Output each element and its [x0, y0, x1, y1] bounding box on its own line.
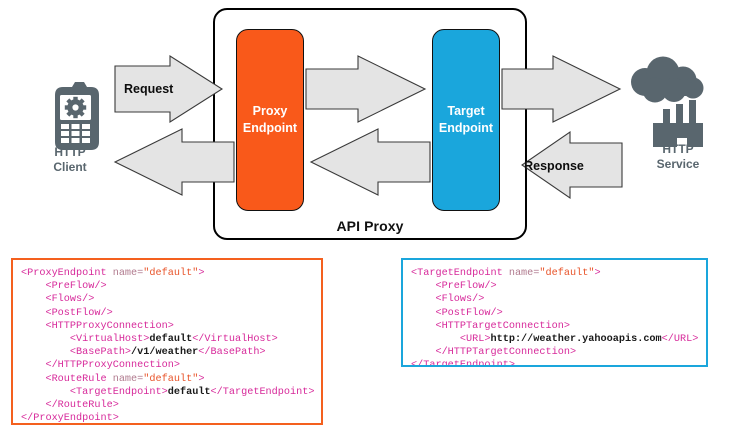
code-token: "default"	[143, 373, 199, 385]
code-token: <Flows/>	[411, 294, 485, 306]
proxy-to-target-arrow	[305, 55, 427, 123]
code-token: <PreFlow/>	[21, 281, 107, 293]
code-line: <Flows/>	[21, 293, 321, 306]
code-token: <TargetEndpoint>	[21, 386, 168, 398]
code-token: "default"	[143, 268, 199, 279]
code-line: </TargetEndpoint>	[411, 359, 706, 367]
code-token: name=	[508, 268, 540, 279]
http-service-label: HTTP Service	[630, 142, 726, 172]
code-token: </TargetEndpoint>	[210, 386, 315, 398]
code-line: </ProxyEndpoint>	[21, 412, 321, 425]
code-token: default	[149, 334, 193, 346]
code-token: <PostFlow/>	[411, 307, 503, 319]
code-token: name=	[112, 268, 144, 279]
code-token: http://weather.yahooapis.com	[490, 334, 662, 346]
service-to-target-arrow	[521, 130, 623, 200]
code-line: <URL>http://weather.yahooapis.com</URL>	[411, 333, 706, 346]
code-line: <PreFlow/>	[21, 280, 321, 293]
code-line: <HTTPProxyConnection>	[21, 320, 321, 333]
api-proxy-label: API Proxy	[336, 218, 404, 234]
cloud-icon	[631, 56, 704, 103]
target-to-proxy-arrow	[309, 128, 431, 196]
code-line: </HTTPTargetConnection>	[411, 346, 706, 359]
code-token: </RouteRule>	[21, 400, 119, 412]
code-token: >	[198, 268, 205, 279]
code-token: >	[594, 268, 601, 279]
code-token: <PreFlow/>	[411, 281, 497, 293]
code-token: <RouteRule	[21, 373, 113, 385]
proxy-endpoint-line1: Proxy	[252, 104, 288, 119]
target-endpoint-label: Target Endpoint	[439, 103, 493, 137]
proxy-to-client-arrow	[113, 128, 235, 196]
keypad-icon	[61, 124, 90, 143]
code-line: <PreFlow/>	[411, 280, 706, 293]
code-token: </VirtualHost>	[192, 334, 278, 346]
code-line: <VirtualHost>default</VirtualHost>	[21, 333, 321, 346]
code-token: <BasePath>	[21, 347, 132, 359]
http-client-line1: HTTP	[54, 145, 86, 159]
request-arrow-label: Request	[124, 82, 174, 96]
code-line: <TargetEndpoint name="default">	[411, 267, 706, 280]
code-line: <HTTPTargetConnection>	[411, 320, 706, 333]
target-endpoint-box[interactable]: Target Endpoint	[432, 29, 500, 211]
code-token: <VirtualHost>	[21, 334, 150, 346]
proxy-endpoint-box[interactable]: Proxy Endpoint	[236, 29, 304, 211]
http-service-line2: Service	[656, 157, 700, 171]
proxy-endpoint-label: Proxy Endpoint	[243, 103, 297, 137]
response-arrow-label: Response	[524, 159, 584, 173]
code-line: </HTTPProxyConnection>	[21, 359, 321, 372]
code-token: <PostFlow/>	[21, 307, 113, 319]
code-token: </TargetEndpoint>	[411, 360, 515, 367]
code-token: name=	[112, 373, 144, 385]
code-token: </BasePath>	[198, 347, 266, 359]
code-token: <TargetEndpoint	[411, 268, 509, 279]
http-client-line2: Client	[53, 160, 87, 174]
code-line: <RouteRule name="default">	[21, 373, 321, 386]
code-token: >	[198, 373, 205, 385]
http-service-line1: HTTP	[662, 142, 694, 156]
code-token: <HTTPProxyConnection>	[21, 320, 174, 332]
code-line: <PostFlow/>	[411, 307, 706, 320]
proxy-endpoint-line2: Endpoint	[242, 121, 298, 135]
code-line: <PostFlow/>	[21, 307, 321, 320]
target-endpoint-line2: Endpoint	[438, 121, 494, 135]
code-token: </URL>	[661, 334, 699, 346]
code-token: <ProxyEndpoint	[21, 268, 113, 279]
gear-icon	[64, 96, 87, 119]
code-token: "default"	[539, 268, 595, 279]
code-token: </HTTPTargetConnection>	[411, 347, 577, 359]
mobile-phone-gear-icon	[55, 82, 99, 150]
factory-icon	[653, 100, 703, 147]
cloud-factory-icon	[631, 56, 704, 147]
request-arrow	[114, 54, 224, 124]
target-to-service-arrow	[501, 55, 622, 123]
code-token: </ProxyEndpoint>	[21, 413, 119, 425]
code-token: /v1/weather	[131, 347, 199, 359]
code-token: </HTTPProxyConnection>	[21, 360, 180, 372]
code-token: <HTTPTargetConnection>	[411, 320, 570, 332]
code-line: <TargetEndpoint>default</TargetEndpoint>	[21, 386, 321, 399]
code-line: </RouteRule>	[21, 399, 321, 412]
code-line: <ProxyEndpoint name="default">	[21, 267, 321, 280]
proxy-endpoint-code-block: <ProxyEndpoint name="default"> <PreFlow/…	[11, 258, 323, 425]
code-line: <BasePath>/v1/weather</BasePath>	[21, 346, 321, 359]
http-client-label: HTTP Client	[22, 145, 118, 175]
target-endpoint-code-block: <TargetEndpoint name="default"> <PreFlow…	[401, 258, 708, 367]
code-token: <URL>	[411, 334, 491, 346]
code-token: <Flows/>	[21, 294, 95, 306]
code-line: <Flows/>	[411, 293, 706, 306]
code-token: default	[167, 386, 211, 398]
target-endpoint-line1: Target	[447, 104, 485, 119]
